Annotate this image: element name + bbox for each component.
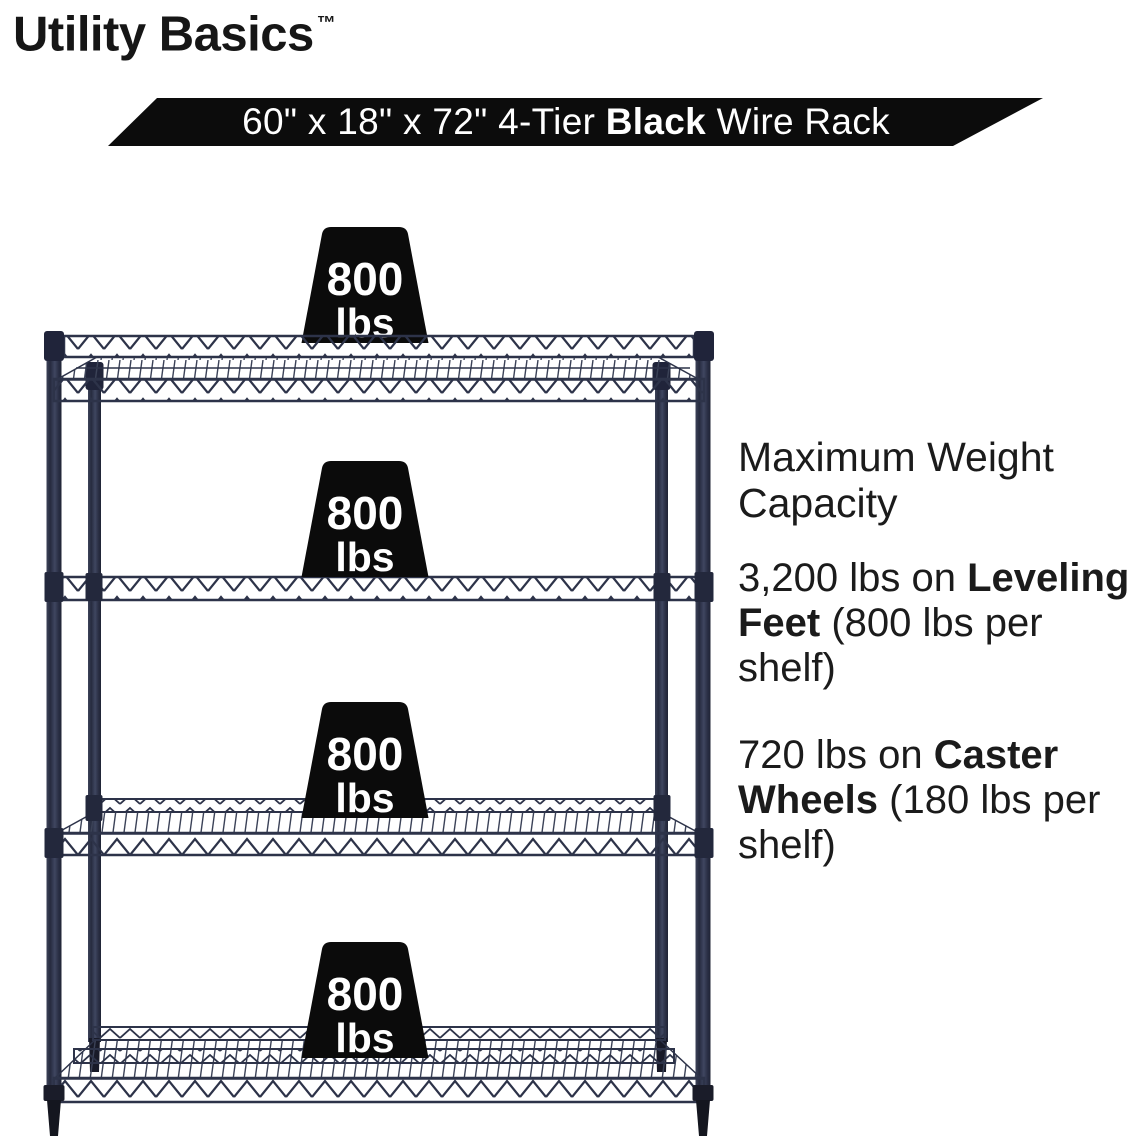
shelf-2-rail — [52, 575, 706, 602]
capacity-heading: Maximum Weight Capacity — [738, 434, 1054, 526]
shelf-2-right-sleeve — [694, 572, 714, 602]
weight-trapezoid — [301, 702, 429, 818]
weight-marker-tier-2: 800 lbs — [301, 461, 429, 580]
shelf-1 — [44, 331, 714, 403]
weight-value: 800 — [327, 968, 404, 1020]
caster-bold: Caster Wheels — [738, 733, 1059, 822]
leveling-post: (800 lbs per shelf) — [738, 601, 1043, 690]
shelf-1-front-rail — [52, 377, 706, 403]
front-left-post-cap — [44, 331, 64, 361]
leveling-feet-capacity: 3,200 lbs on Leveling Feet (800 lbs per … — [738, 556, 1133, 691]
weight-value: 800 — [327, 253, 404, 305]
weight-unit: lbs — [335, 775, 394, 821]
trademark-symbol: ™ — [316, 13, 336, 34]
caster-wheels-capacity: 720 lbs on Caster Wheels (180 lbs per sh… — [738, 733, 1133, 868]
weight-trapezoid — [301, 942, 429, 1058]
shelf-4-front-rail — [52, 1076, 706, 1104]
front-left-foot — [47, 1100, 61, 1136]
front-posts — [46, 340, 711, 1092]
weight-value: 800 — [327, 728, 404, 780]
weight-unit: lbs — [335, 1015, 394, 1061]
weight-unit: lbs — [335, 534, 394, 580]
shelf-2 — [44, 572, 714, 602]
weight-trapezoid — [301, 227, 429, 343]
back-left-post — [88, 372, 101, 1042]
shelf-3-back-left-sleeve — [85, 795, 103, 821]
leveling-pre: 3,200 lbs on — [738, 556, 968, 600]
front-left-post — [46, 340, 62, 1092]
banner-color-word: Black — [605, 100, 707, 142]
front-right-post-cap — [694, 331, 714, 361]
banner-dimensions: 60" x 18" x 72" 4-Tier — [242, 100, 606, 142]
shelf-3-left-sleeve — [44, 828, 64, 858]
front-right-foot-collar — [692, 1085, 714, 1101]
leveling-bold: Leveling Feet — [738, 556, 1130, 645]
shelf-3-right-sleeve — [694, 828, 714, 858]
title-banner: 60" x 18" x 72" 4-Tier Black Wire Rack — [108, 98, 1043, 146]
weight-trapezoid — [301, 461, 429, 577]
back-right-post — [655, 372, 668, 1042]
weight-marker-tier-4: 800 lbs — [301, 942, 429, 1061]
caster-post: (180 lbs per shelf) — [738, 778, 1101, 867]
shelf-3-front-rail — [52, 831, 706, 857]
weight-value: 800 — [327, 487, 404, 539]
weight-marker-tier-1: 800 lbs — [301, 227, 429, 346]
front-right-post — [695, 340, 711, 1092]
brand-name: Utility Basics — [13, 7, 314, 62]
shelf-2-left-sleeve — [44, 572, 64, 602]
front-feet — [43, 1085, 714, 1136]
shelf-2-back-left-sleeve — [85, 573, 103, 601]
shelf-3-back-right-sleeve — [653, 795, 671, 821]
weight-marker-tier-3: 800 lbs — [301, 702, 429, 821]
front-left-foot-collar — [43, 1085, 65, 1101]
banner-text: 60" x 18" x 72" 4-Tier Black Wire Rack — [242, 101, 908, 143]
shelf-1-back-rail — [62, 334, 696, 359]
front-right-foot — [696, 1100, 710, 1136]
shelf-2-back-right-sleeve — [653, 573, 671, 601]
caster-pre: 720 lbs on — [738, 733, 934, 777]
capacity-info: Maximum Weight Capacity 3,200 lbs on Lev… — [738, 0, 1133, 1136]
banner-product-type: Wire Rack — [706, 100, 890, 142]
